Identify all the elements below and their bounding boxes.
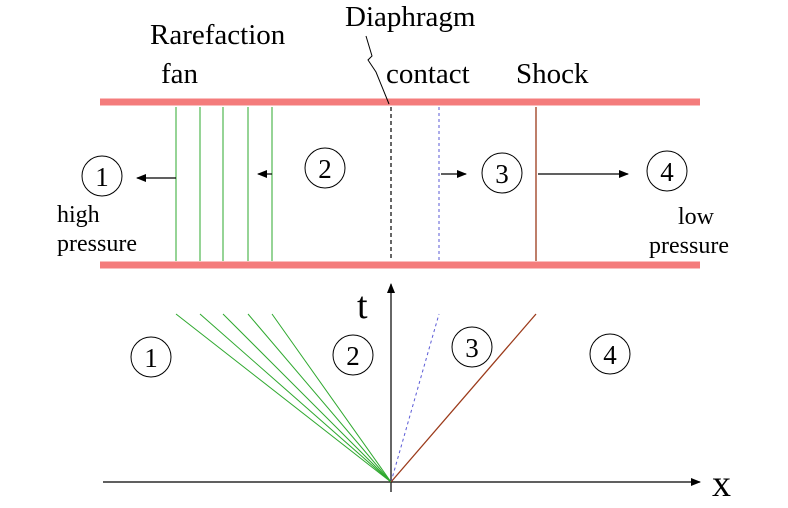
rarefaction-label-line2: fan — [161, 58, 199, 90]
shock-tube: 1 2 3 4 Rarefaction fan Diaphragm contac… — [57, 1, 729, 269]
xt-region-3: 3 — [451, 326, 493, 368]
xt-region-4-label: 4 — [603, 340, 617, 370]
diaphragm-leader-line — [365, 35, 390, 105]
xt-rarefaction-line — [222, 313, 392, 483]
xt-rarefaction-line — [271, 313, 392, 483]
xt-region-1: 1 — [130, 336, 172, 378]
rarefaction-label-line1: Rarefaction — [150, 19, 286, 51]
xt-contact-line — [390, 313, 440, 483]
high-pressure-label-line2: pressure — [57, 231, 137, 257]
tube-region-3-label: 3 — [495, 159, 509, 189]
xt-region-2-label: 2 — [346, 341, 360, 371]
tube-region-4: 4 — [646, 150, 688, 192]
xt-region-3-label: 3 — [465, 333, 479, 363]
xt-rarefaction-fan — [175, 313, 392, 483]
t-axis-label: t — [357, 285, 368, 327]
xt-rarefaction-line — [199, 313, 392, 483]
tube-region-1-label: 1 — [95, 162, 109, 192]
xt-rarefaction-line — [247, 313, 392, 483]
diaphragm-label: Diaphragm — [345, 1, 476, 33]
xt-shock-line — [390, 313, 537, 483]
xt-rarefaction-line — [175, 313, 392, 483]
low-pressure-label-line1: low — [678, 204, 715, 230]
x-axis-label: x — [712, 463, 731, 505]
tube-region-1: 1 — [81, 155, 123, 197]
high-pressure-label-line1: high — [57, 202, 100, 228]
tube-region-3: 3 — [481, 152, 523, 194]
tube-region-2-label: 2 — [318, 154, 332, 184]
tube-region-4-label: 4 — [660, 157, 674, 187]
xt-region-2: 2 — [332, 334, 374, 376]
low-pressure-label-line2: pressure — [649, 233, 729, 259]
xt-region-1-label: 1 — [144, 343, 158, 373]
shock-label: Shock — [516, 58, 589, 90]
tube-region-2: 2 — [304, 147, 346, 189]
xt-region-4: 4 — [589, 333, 631, 375]
xt-diagram: t x 1 2 3 4 — [103, 283, 731, 505]
rarefaction-fan-lines — [175, 107, 273, 261]
contact-label: contact — [386, 58, 470, 90]
